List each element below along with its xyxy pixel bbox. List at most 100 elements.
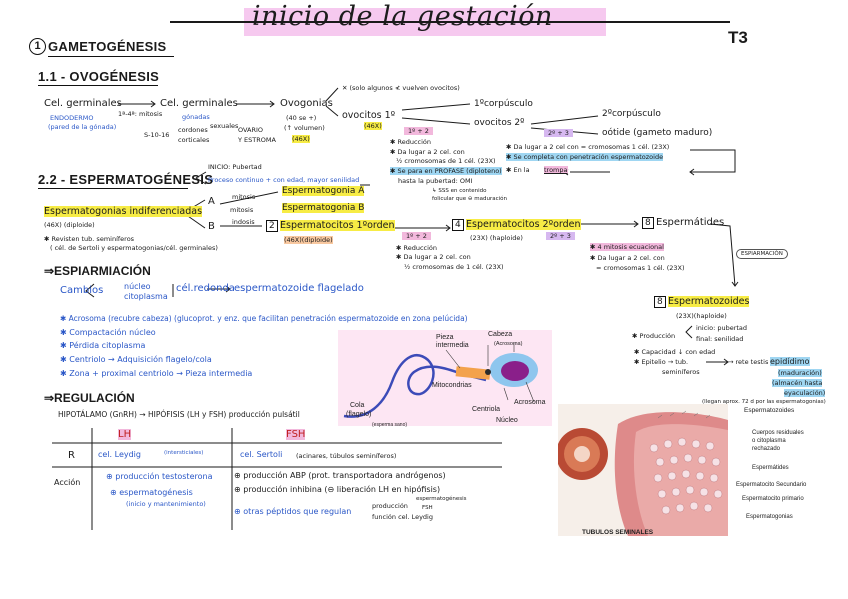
rete-testis: → rete testis →: [728, 358, 776, 366]
fig-flagelo: (flagelo): [346, 411, 372, 418]
cords-1b: sexuales: [210, 122, 239, 130]
capacidad-label: ✱ Capacidad ↓ con edad: [634, 348, 716, 356]
endodermo-label: ENDODERMO: [50, 114, 94, 122]
a-fsh-5: espermatogénesis: [416, 496, 467, 502]
espermatogonias-indif: Espermatogonias indiferenciadas: [44, 206, 203, 217]
indosis-label: indosis: [232, 218, 255, 226]
cords-1: cordones: [178, 126, 208, 134]
fig-acrosoma-label: (Acrosoma): [494, 341, 523, 347]
corpusculo-1: 1ºcorpúsculo: [474, 99, 533, 109]
espermatogonia-a: Espermatogonia A: [282, 186, 365, 196]
underline: [48, 56, 174, 57]
inicio-label: INICIO: Pubertad: [208, 163, 262, 171]
espermatogonia-b: Espermatogonia B: [282, 203, 365, 213]
ovogonias-note1: (40 se +): [286, 114, 317, 122]
fig-esperma-sano: (esperma sano): [372, 422, 408, 428]
cel-germinales-2: Cel. germinales: [160, 98, 238, 109]
tub-cuerpos-3: rechazado: [752, 446, 781, 452]
a-fsh-2: ⊕ producción inhibina (⊖ liberación LH e…: [234, 485, 441, 494]
ov1-folicular: folicular que ⊖ maduración: [432, 196, 507, 202]
espd-da-lugar: ✱ Da lugar a 2 cel. con: [590, 254, 665, 262]
branch-a: A: [208, 196, 215, 207]
esp1-46: (46X)(diploide): [284, 236, 333, 244]
ov2-trompa: trompa: [544, 166, 568, 174]
epididimo-label: epidídimo: [770, 357, 810, 366]
col-lh: LH: [118, 429, 132, 440]
tub-espermatozoides: Espermatozoides: [744, 407, 795, 414]
espz-23: (23X)(haploide): [676, 312, 727, 320]
tubule-figure: [558, 404, 728, 536]
a-fsh-4: producción: [372, 502, 408, 510]
cords-2: corticales: [178, 136, 210, 144]
esp1-cromosomas: ½ cromosomas de 1 cél. (23X): [404, 263, 504, 271]
tema-label: T3: [728, 28, 748, 47]
esp1-da-lugar: ✱ Da lugar a 2 cel. con: [396, 253, 471, 261]
endodermo-sub: (pared de la gónada): [48, 123, 117, 131]
title-underline: [170, 21, 730, 23]
ov2-penetracion: ✱ Se completa con penetración espermatoz…: [506, 153, 664, 161]
espd-mitosis: ✱ 4 mitosis ecuacional: [590, 243, 664, 251]
a-lh-3: (inicio y mantenimiento): [126, 500, 206, 508]
espiarmacion-tag: ESPIARMACIÓN: [736, 249, 788, 259]
ov2-da-lugar: ✱ Da lugar a 2 cel con = cromosomas 1 cé…: [506, 143, 670, 151]
ovocito-2: ovocitos 2º: [474, 118, 525, 128]
espermatozoides-label: Espermatozoides: [668, 296, 750, 307]
fig-cabeza: Cabeza: [488, 331, 513, 338]
row-r-label: R: [68, 450, 75, 461]
a-fsh-7: función cel. Leydig: [372, 513, 433, 521]
step-8b: 8: [654, 296, 666, 308]
fig-nucleo: Núcleo: [496, 417, 518, 424]
almacen-label: (almacén hasta: [772, 379, 823, 387]
fig-intermedia: intermedia: [436, 342, 469, 349]
ovogonias-46: (46X): [292, 135, 310, 143]
fig-mitocondrias: Mitocondrias: [432, 382, 472, 389]
llegan-note: (llegan aprox. 72 d por las espermatogon…: [702, 399, 826, 405]
r-fsh-note: (acinares, túbulos seminíferos): [296, 452, 397, 460]
underline: [38, 85, 158, 86]
indif-46: (46X) (diploide): [44, 221, 95, 229]
cambios-citoplasma: citoplasma: [124, 292, 168, 301]
fig-centriola: Centriola: [472, 406, 501, 413]
esp2-badge: 2º + 3: [546, 232, 575, 240]
espermatides-label: Espermátides: [656, 217, 725, 228]
perdida-line: ✱ Pérdida citoplasma: [60, 341, 146, 350]
x-note: ✕ (solo algunos ≮ vuelven ovocitos): [342, 84, 460, 92]
cords-2b: Y ESTROMA: [238, 136, 276, 144]
ov2-en-la: ✱ En la: [506, 166, 530, 174]
ov1-pubertad: hasta la pubertad: OMI: [398, 177, 473, 185]
mitosis-note: 1ª-4ª: mitosis: [118, 110, 163, 118]
col-fsh: FSH: [286, 429, 306, 440]
ovocito1-badge: 1º + 2: [404, 127, 433, 135]
section-espermatogenesis: 2.2 - ESPERMATOGÉNESIS: [38, 172, 214, 187]
sperm-figure: [338, 330, 552, 426]
step-4: 4: [452, 219, 464, 231]
espermatocitos-1: Espermatocitos 1ºorden: [280, 220, 395, 231]
ov1-reduccion: ✱ Reducción: [390, 138, 432, 146]
cambios-nucleo: núcleo: [124, 282, 151, 291]
ovocito1-46: (46X): [364, 122, 382, 130]
produccion-final: final: senilidad: [696, 335, 744, 343]
tub-primario: Espermatocito primario: [742, 496, 804, 502]
row-accion-label: Acción: [54, 478, 81, 487]
ootide-label: oótide (gameto maduro): [602, 128, 713, 138]
ovario-hint: OVARIO: [238, 126, 264, 134]
section-gametogenesis: GAMETOGÉNESIS: [48, 39, 167, 54]
acrosoma-line: ✱ Acrosoma (recubre cabeza) (glucoprot. …: [60, 314, 468, 323]
regulacion-title: ⇒REGULACIÓN: [44, 391, 135, 405]
centriolo-line: ✱ Centriolo → Adquisición flagelo/cola: [60, 355, 212, 364]
produccion-label: ✱ Producción: [632, 332, 676, 340]
cel-redonda: cél.redonda: [176, 283, 235, 294]
page-title: inicio de la gestación: [252, 1, 553, 32]
ov1-profase: ✱ Se para en PROFASE (diploteno): [390, 167, 502, 175]
indif-note2: ( cél. de Sertoli y espermatogonias/cél.…: [50, 244, 218, 252]
corpusculo-2: 2ºcorpúsculo: [602, 109, 661, 119]
espd-cromosomas: = cromosomas 1 cél. (23X): [596, 264, 685, 272]
cambios-label: Cambios: [60, 285, 104, 296]
tub-secundario: Espermatocito Secundario: [736, 482, 807, 488]
r-lh-note: (intersticiales): [164, 450, 204, 456]
esp1-reduccion: ✱ Reducción: [396, 244, 438, 252]
section-number: 1: [29, 38, 46, 55]
regulacion-line: HIPOTÁLAMO (GnRH) → HIPÓFISIS (LH y FSH)…: [58, 410, 300, 419]
a-lh-1: ⊕ producción testosterona: [106, 472, 213, 481]
